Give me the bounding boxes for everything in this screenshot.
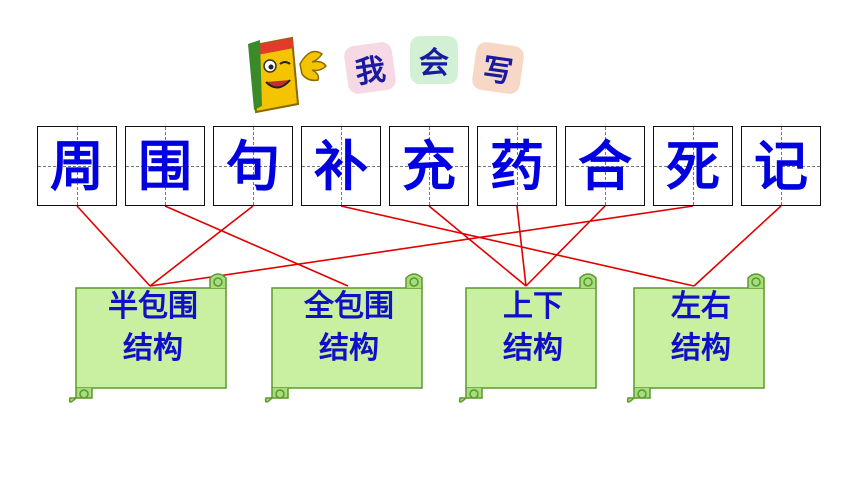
character: 补 — [314, 134, 368, 198]
character: 周 — [50, 134, 104, 198]
character-box-7[interactable]: 合 — [565, 126, 645, 206]
scroll-icon — [458, 273, 597, 403]
structure-label: 全包围 结构 — [304, 289, 394, 366]
structure-card-4[interactable]: 左右 结构 — [626, 268, 796, 408]
character-box-1[interactable]: 周 — [37, 126, 117, 206]
character: 合 — [578, 134, 632, 198]
character: 围 — [138, 134, 192, 198]
character-box-9[interactable]: 记 — [741, 126, 821, 206]
character: 药 — [490, 134, 544, 198]
scroll-icon — [68, 273, 227, 403]
structure-card-1[interactable]: 半包围 结构 — [68, 268, 238, 408]
character: 记 — [754, 134, 808, 198]
character: 死 — [666, 134, 720, 198]
connection-line — [149, 205, 694, 287]
scroll-icon — [264, 273, 423, 403]
title-tile-1: 我 — [342, 40, 398, 96]
connection-line — [516, 205, 527, 287]
character-box-2[interactable]: 围 — [125, 126, 205, 206]
character-box-5[interactable]: 充 — [389, 126, 469, 206]
mascot-icon — [240, 34, 340, 114]
structure-label: 左右 结构 — [671, 289, 731, 366]
scroll-icon — [626, 273, 765, 403]
structure-label: 半包围 结构 — [108, 289, 198, 366]
character-box-3[interactable]: 句 — [213, 126, 293, 206]
structure-card-2[interactable]: 全包围 结构 — [264, 268, 434, 408]
structure-label: 上下 结构 — [503, 289, 563, 366]
character-box-4[interactable]: 补 — [301, 126, 381, 206]
connection-line — [76, 205, 151, 287]
character-box-8[interactable]: 死 — [653, 126, 733, 206]
connection-line — [693, 205, 782, 287]
connection-line — [340, 205, 695, 287]
connection-line — [525, 205, 606, 287]
character-box-6[interactable]: 药 — [477, 126, 557, 206]
connection-line — [164, 205, 349, 287]
connection-line — [149, 205, 254, 287]
character: 句 — [226, 134, 280, 198]
title-tile-3: 写 — [470, 40, 526, 96]
title-tile-2: 会 — [410, 36, 458, 84]
connection-line — [428, 205, 527, 287]
character: 充 — [402, 134, 456, 198]
structure-card-3[interactable]: 上下 结构 — [458, 268, 628, 408]
